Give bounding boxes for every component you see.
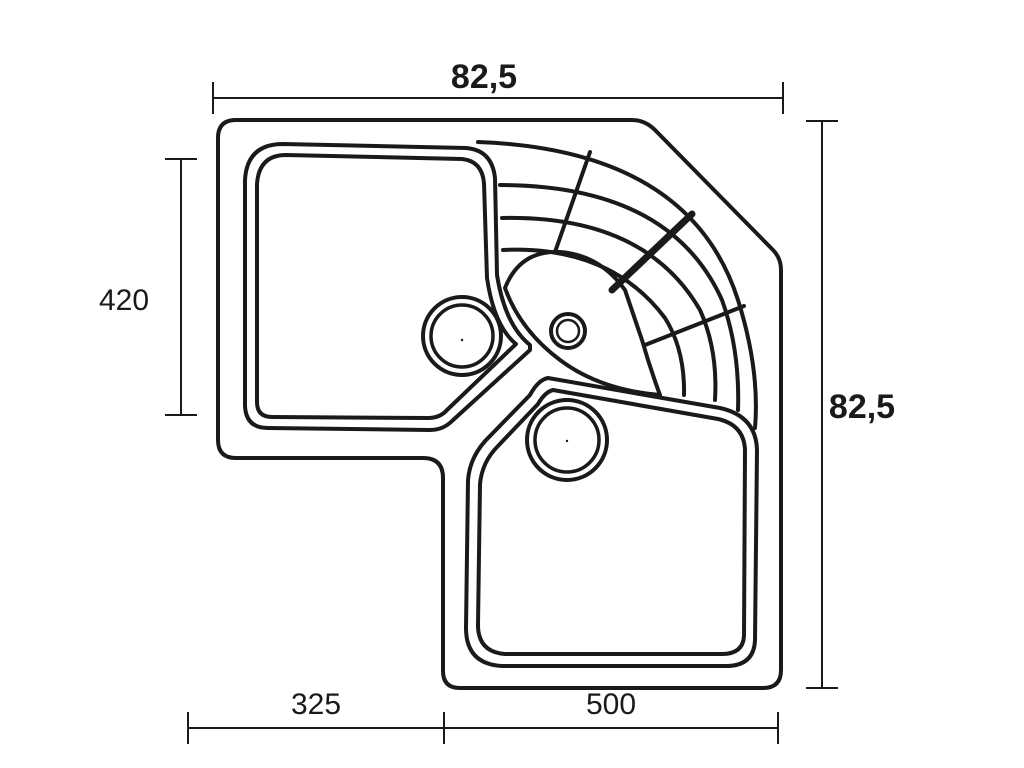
right-bowl-drain-outer	[525, 398, 609, 482]
center-overflow-inner	[555, 318, 581, 344]
left-bowl-drain-inner	[429, 303, 495, 369]
dimension-bottom: 325 500	[187, 688, 779, 744]
dimension-right-label: 82,5	[829, 388, 895, 426]
left-drain-center-mark	[460, 338, 464, 342]
center-drainer	[503, 249, 662, 397]
dimension-top: 82,5	[212, 58, 784, 114]
dimension-bottom-right-label: 500	[586, 688, 636, 721]
dimension-left: 420	[99, 158, 197, 416]
center-overflow-outer	[549, 312, 587, 350]
dimension-top-label: 82,5	[451, 58, 517, 96]
right-bowl	[464, 376, 759, 668]
drainer-ribs	[476, 140, 758, 430]
sink-outline	[216, 118, 783, 690]
left-bowl-drain-outer	[421, 295, 503, 377]
dimension-right: 82,5	[806, 120, 895, 689]
dimension-bottom-left-label: 325	[291, 688, 341, 721]
left-bowl	[243, 142, 532, 432]
right-drain-center-mark	[565, 439, 569, 443]
right-bowl-drain-inner	[533, 406, 601, 474]
dimension-left-label: 420	[99, 284, 149, 317]
